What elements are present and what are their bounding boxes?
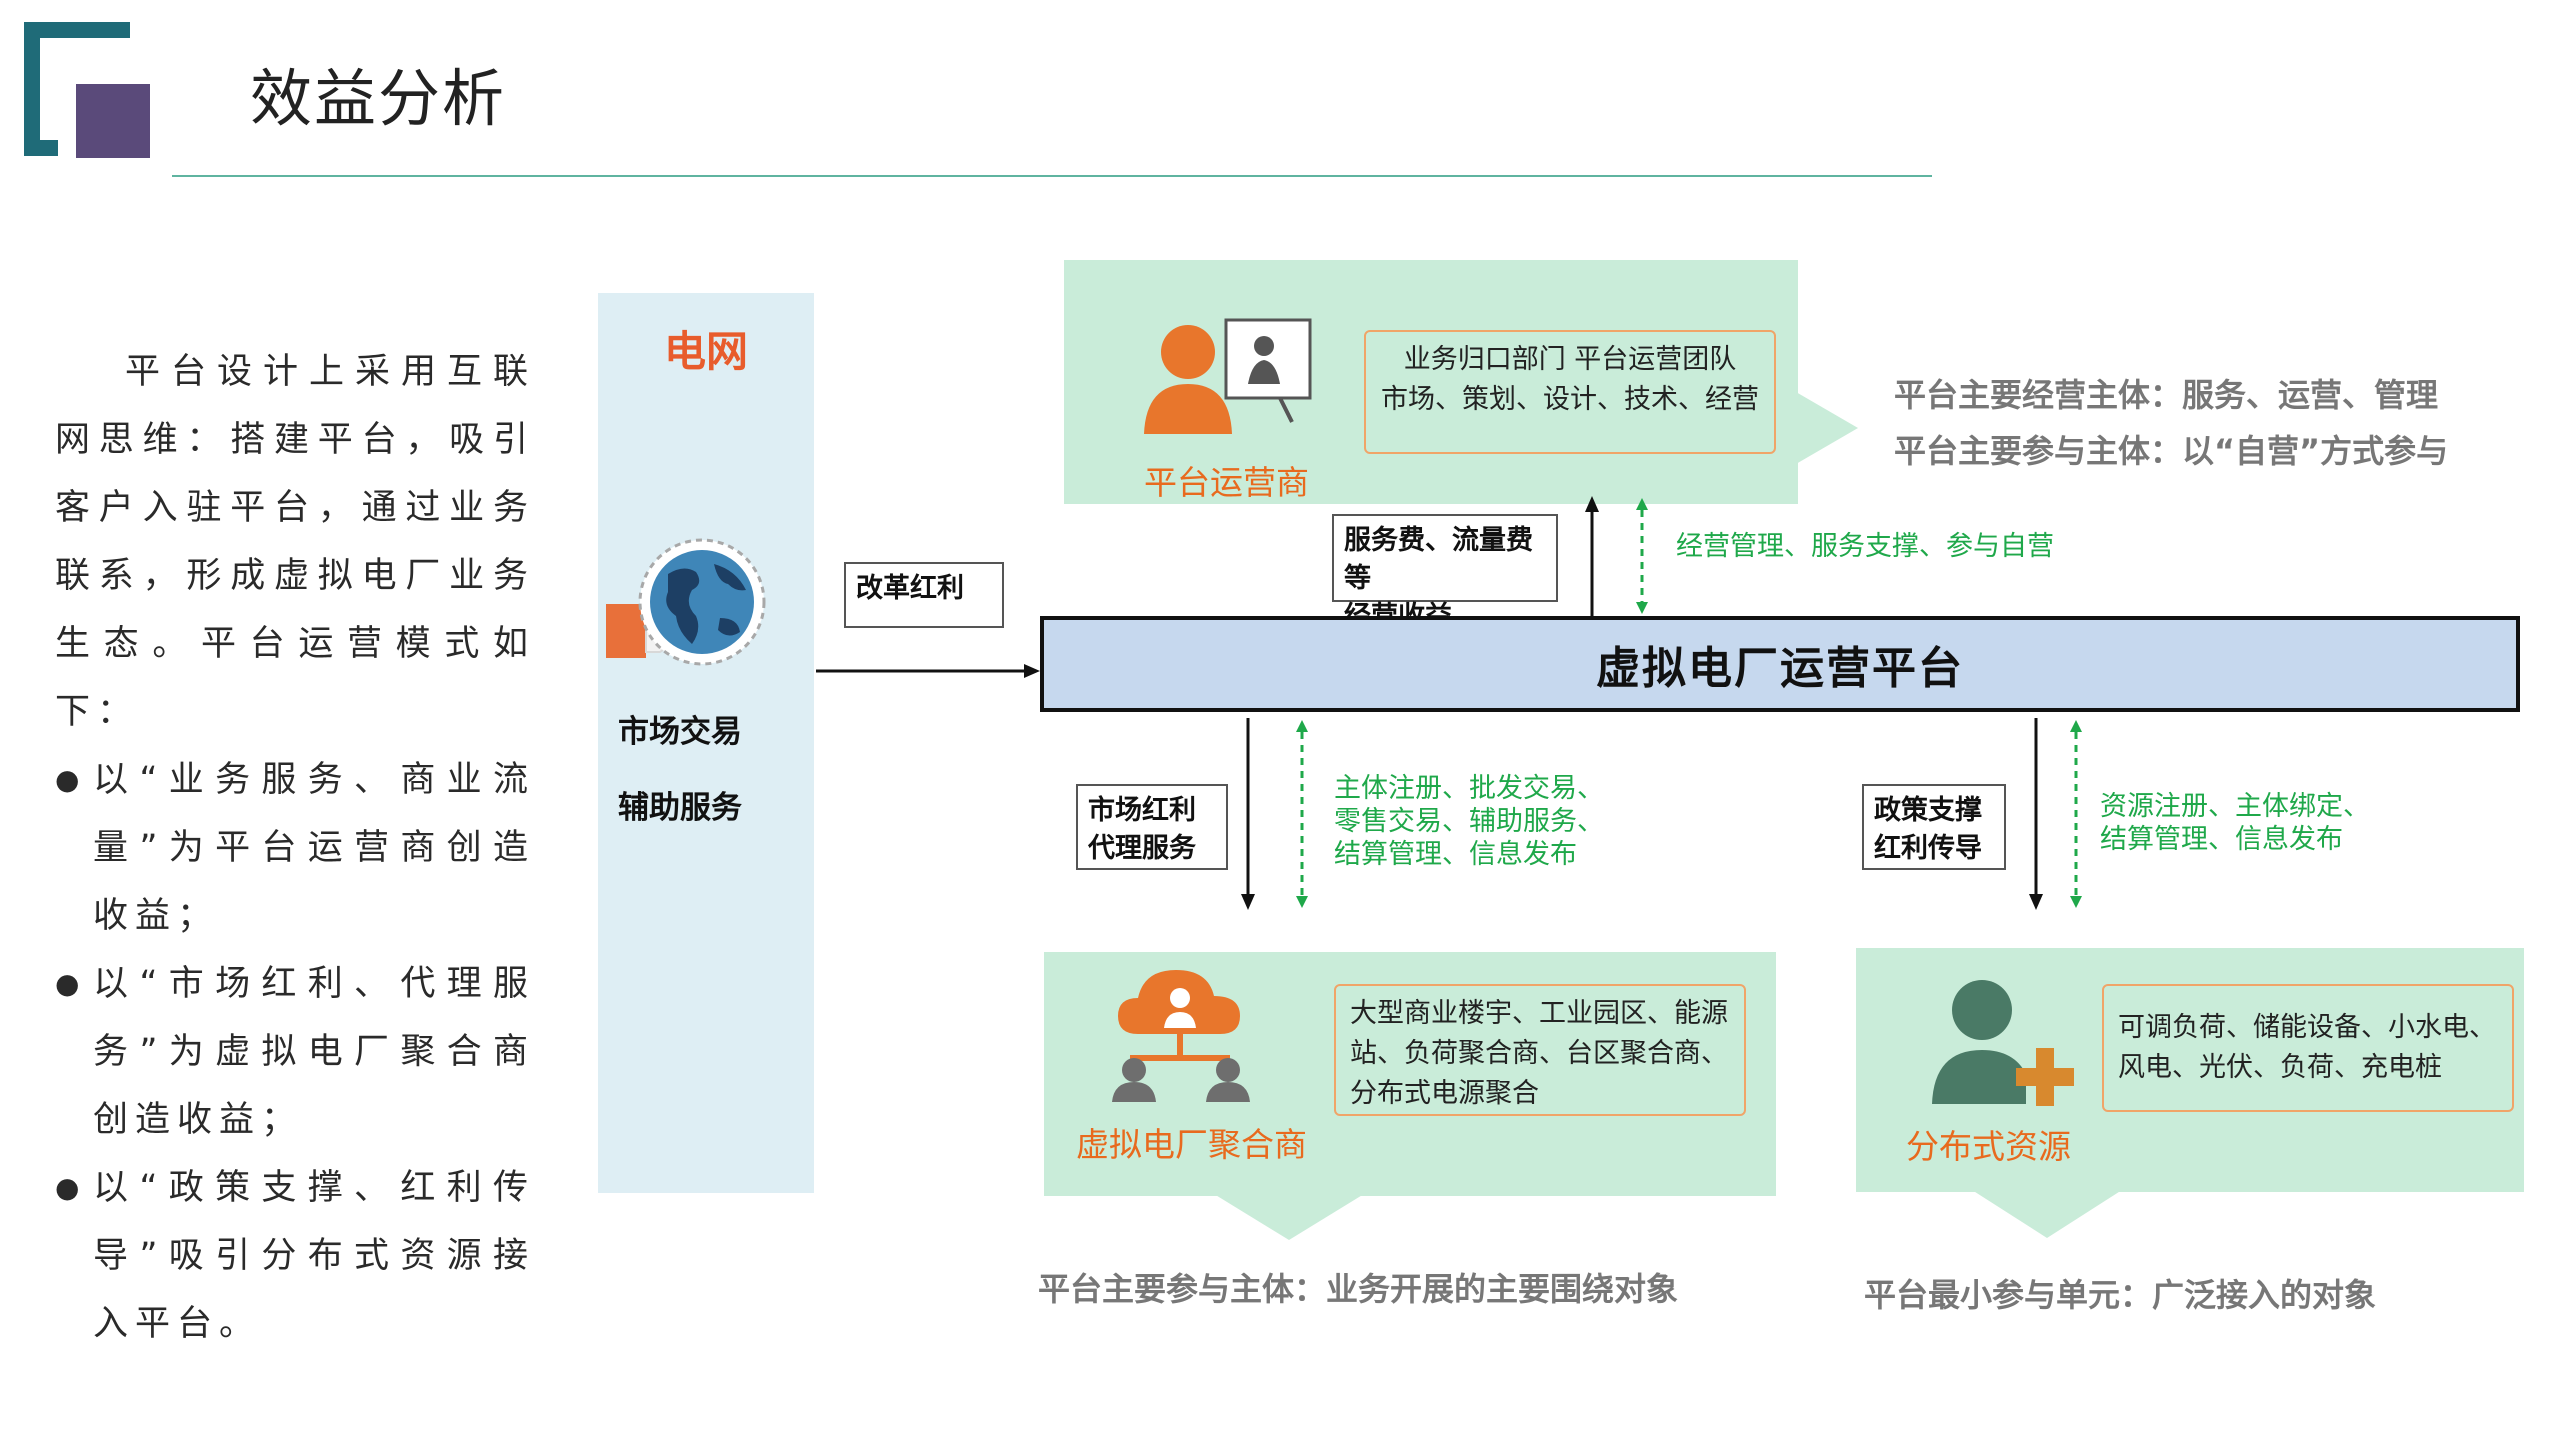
revenue-box: 服务费、流量费等 经营收益 [1332, 514, 1558, 632]
reform-label: 改革红利 [856, 573, 964, 604]
distributed-detail-line: 风电、光伏、负荷、充电桩 [2118, 1052, 2442, 1083]
bullet-text: 以“业务服务、商业流量”为平台运营商创造收益； [93, 760, 535, 936]
grid-to-platform-arrow [816, 664, 1040, 678]
page-title: 效益分析 [250, 62, 507, 135]
callout-pointer [1796, 392, 1858, 464]
aggregator-detail-line: 分布式电源聚合 [1350, 1078, 1539, 1109]
policy-box-line: 政策支撑 [1874, 795, 1982, 826]
resource-ops-note: 资源注册、主体绑定、 结算管理、信息发布 [2100, 790, 2370, 856]
operator-caption: 平台运营商 [1144, 463, 1309, 502]
operator-detail-line: 市场、策划、设计、技术、经营 [1381, 384, 1759, 415]
aggregator-detail-box: 大型商业楼宇、工业园区、能源 站、负荷聚合商、台区聚合商、 分布式电源聚合 [1334, 984, 1746, 1116]
platform-to-distributed-arrow [2029, 718, 2043, 910]
operator-detail-box: 业务归口部门 平台运营团队 市场、策划、设计、技术、经营 [1364, 330, 1776, 454]
intro-paragraph: 平台设计上采用互联网思维：搭建平台，吸引客户入驻平台，通过业务联系，形成虚拟电厂… [55, 352, 535, 732]
agg-note-line: 结算管理、信息发布 [1334, 839, 1577, 870]
bullet-text: 以“市场红利、代理服务”为虚拟电厂聚合商创造收益； [93, 964, 535, 1140]
distributed-detail-line: 可调负荷、储能设备、小水电、 [2118, 1012, 2496, 1043]
aggregator-detail-line: 站、负荷聚合商、台区聚合商、 [1350, 1038, 1728, 1069]
header-divider [172, 175, 1932, 177]
aggregator-pointer [1214, 1194, 1364, 1240]
res-note-line: 资源注册、主体绑定、 [2100, 791, 2370, 822]
distributed-platform-dashed-link [2070, 720, 2082, 908]
platform-bar: 虚拟电厂运营平台 [1040, 616, 2520, 712]
globe-handshake-icon [606, 538, 766, 666]
bullet-item: ● 以“市场红利、代理服务”为虚拟电厂聚合商创造收益； [55, 950, 535, 1154]
grid-title: 电网 [663, 327, 748, 376]
grid-column [598, 293, 814, 1193]
distributed-detail-box: 可调负荷、储能设备、小水电、 风电、光伏、负荷、充电桩 [2102, 984, 2514, 1112]
bullet-item: ● 以“政策支撑、红利传导”吸引分布式资源接入平台。 [55, 1154, 535, 1358]
ops-note: 经营管理、服务支撑、参与自营 [1676, 531, 2054, 562]
presenter-person-icon [1144, 318, 1312, 434]
distributed-caption: 分布式资源 [1906, 1127, 2071, 1166]
market-box-line: 代理服务 [1088, 833, 1196, 864]
aggregator-ops-note: 主体注册、批发交易、 零售交易、辅助服务、 结算管理、信息发布 [1334, 772, 1604, 871]
distributed-pointer [1972, 1190, 2122, 1238]
operator-callout-line: 平台主要经营主体：服务、运营、管理 [1894, 376, 2439, 414]
market-dividend-box: 市场红利 代理服务 [1076, 784, 1228, 870]
agg-note-line: 主体注册、批发交易、 [1334, 773, 1604, 804]
bullet-dot-icon: ● [55, 763, 87, 796]
reform-dividend-box: 改革红利 [844, 562, 1004, 628]
aggregator-platform-dashed-link [1296, 720, 1308, 908]
operator-callout-line: 平台主要参与主体：以“自营”方式参与 [1894, 432, 2449, 470]
grid-ancillary-service: 辅助服务 [618, 790, 742, 826]
grid-market-trading: 市场交易 [618, 714, 742, 750]
distributed-bottom-note: 平台最小参与单元：广泛接入的对象 [1864, 1276, 2377, 1314]
policy-box-line: 红利传导 [1874, 833, 1982, 864]
bullet-dot-icon: ● [55, 967, 87, 1000]
logo-icon [24, 22, 150, 158]
policy-support-box: 政策支撑 红利传导 [1862, 784, 2006, 870]
aggregator-bottom-note: 平台主要参与主体：业务开展的主要围绕对象 [1038, 1270, 1679, 1308]
description-text: 平台设计上采用互联网思维：搭建平台，吸引客户入驻平台，通过业务联系，形成虚拟电厂… [55, 338, 535, 1358]
bullet-dot-icon: ● [55, 1171, 87, 1204]
revenue-line: 服务费、流量费等 [1344, 525, 1533, 594]
operator-platform-dashed-link [1636, 498, 1648, 614]
aggregator-detail-line: 大型商业楼宇、工业园区、能源 [1350, 998, 1728, 1029]
bullet-text: 以“政策支撑、红利传导”吸引分布式资源接入平台。 [93, 1168, 535, 1344]
cloud-network-people-icon [1112, 970, 1250, 1102]
platform-to-aggregator-arrow [1241, 718, 1255, 910]
aggregator-caption: 虚拟电厂聚合商 [1076, 1125, 1307, 1164]
agg-note-line: 零售交易、辅助服务、 [1334, 806, 1604, 837]
person-plus-icon [1932, 980, 2074, 1106]
market-box-line: 市场红利 [1088, 795, 1196, 826]
platform-name: 虚拟电厂运营平台 [1596, 643, 1964, 694]
res-note-line: 结算管理、信息发布 [2100, 824, 2343, 855]
bullet-item: ● 以“业务服务、商业流量”为平台运营商创造收益； [55, 746, 535, 950]
operator-detail-line: 业务归口部门 平台运营团队 [1403, 344, 1737, 375]
platform-to-operator-arrow [1585, 496, 1599, 616]
